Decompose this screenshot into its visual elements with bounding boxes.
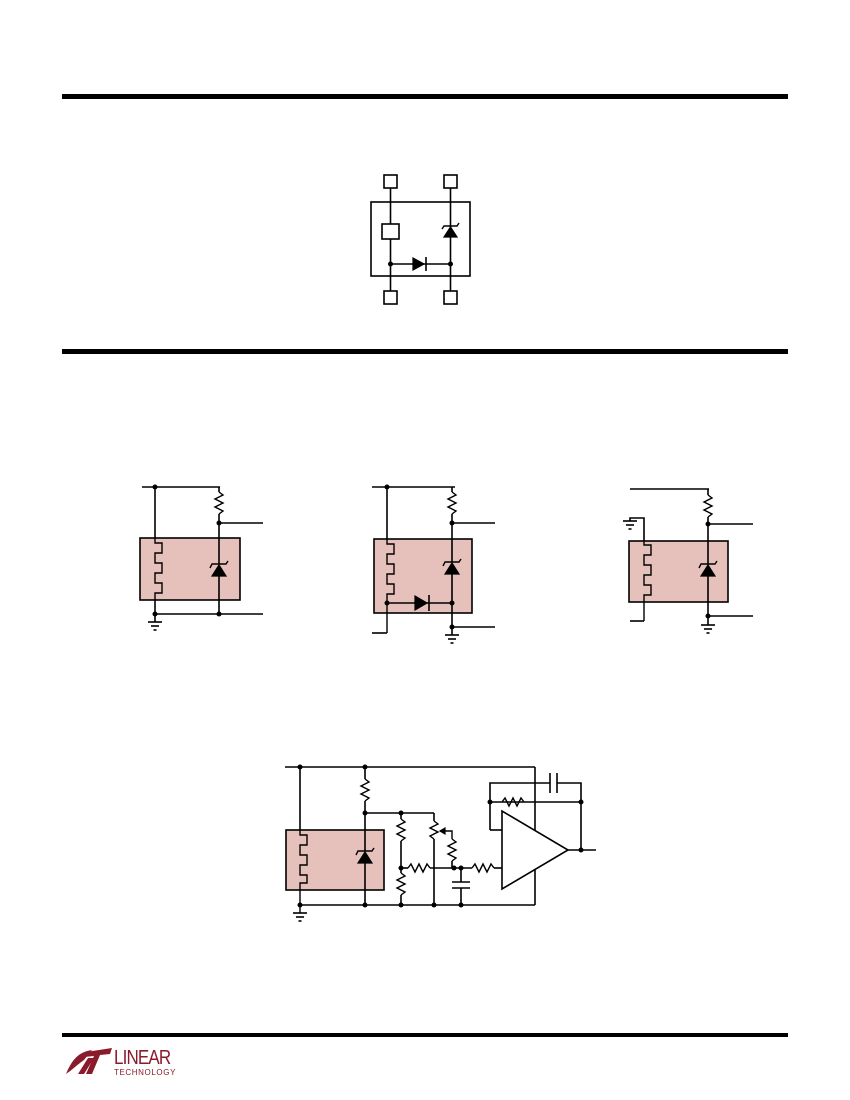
- heater-icon: [386, 539, 395, 633]
- ground-icon: [623, 520, 637, 530]
- capacitor-icon: [549, 773, 558, 793]
- resistor-icon: [446, 491, 458, 515]
- resistor-icon: [213, 491, 225, 515]
- sensor-package: [139, 537, 241, 601]
- capacitor-icon: [452, 881, 470, 889]
- resistor-icon: [359, 778, 371, 802]
- pin-diagram: [370, 174, 471, 305]
- diode-icon: [412, 256, 427, 272]
- app-circuit-2: [372, 484, 495, 644]
- heater-icon: [154, 538, 163, 600]
- resistor-icon: [702, 494, 714, 518]
- resistor-icon: [395, 818, 407, 842]
- pin-4-square: [443, 290, 458, 305]
- app-circuit-3: [623, 488, 753, 634]
- package-outline: [370, 201, 471, 277]
- heater-icon: [299, 830, 308, 913]
- potentiometer-icon: [428, 820, 440, 840]
- ground-icon: [293, 912, 307, 922]
- ground-icon: [701, 624, 715, 634]
- section-rule: [62, 349, 788, 354]
- sensor-package: [628, 540, 729, 603]
- linear-logo-icon: [66, 1048, 112, 1074]
- ground-icon: [445, 634, 459, 644]
- heater-element-square: [381, 223, 400, 240]
- resistor-icon: [395, 872, 407, 896]
- footer-rule: [62, 1033, 788, 1037]
- brand-name: LINEAR: [114, 1047, 171, 1069]
- heater-icon: [643, 541, 652, 621]
- diode-icon: [414, 594, 430, 612]
- op-amp-icon: [501, 809, 570, 891]
- ground-icon: [148, 621, 162, 631]
- zener-icon: [441, 222, 460, 238]
- resistor-icon: [501, 796, 525, 808]
- pin-1-square: [383, 174, 398, 189]
- brand-subtitle: TECHNOLOGY: [114, 1068, 177, 1077]
- app-circuit-1: [139, 484, 263, 631]
- top-rule: [62, 94, 788, 99]
- pin-2-square: [443, 174, 458, 189]
- amplifier-circuit: [285, 764, 596, 922]
- resistor-icon: [407, 862, 431, 874]
- resistor-icon: [446, 838, 458, 862]
- pin-3-square: [383, 290, 398, 305]
- resistor-icon: [471, 862, 495, 874]
